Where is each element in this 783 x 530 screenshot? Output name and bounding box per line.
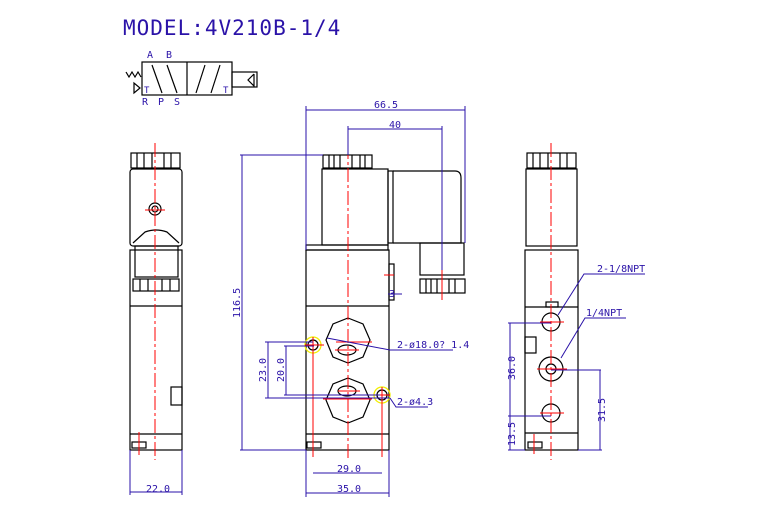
dim-hole-spacing-inner: 20.0 — [276, 358, 287, 382]
right-side-view: 36.0 13.5 31.5 2-1/8NPT 1/4NPT — [507, 143, 645, 460]
dim-step: 3 — [389, 289, 395, 300]
left-side-view: 22.0 — [129, 143, 183, 495]
callout-counterbore: 2-ø18.0? 1.4 — [397, 340, 469, 351]
port-s-label: S — [174, 97, 180, 108]
callout-mount-hole: 2-ø4.3 — [397, 397, 433, 408]
callout-side-ports: 2-1/8NPT — [597, 264, 645, 275]
dim-hole-spacing-outer: 23.0 — [258, 358, 269, 382]
callout-main-port: 1/4NPT — [586, 308, 622, 319]
port-p-label: P — [158, 97, 164, 108]
valve-symbol: A B T T R P S — [125, 50, 258, 108]
dim-body-width: 35.0 — [337, 484, 361, 495]
exhaust-left-label: T — [144, 86, 150, 96]
port-r-label: R — [142, 97, 149, 108]
dim-hole-pitch: 29.0 — [337, 464, 361, 475]
dim-overall-height: 116.5 — [232, 288, 243, 318]
dim-side-width: 22.0 — [146, 484, 170, 495]
dim-port-span: 36.0 — [507, 356, 518, 380]
port-b-label: B — [166, 50, 172, 61]
dim-coil-offset: 40 — [389, 120, 401, 131]
exhaust-right-label: T — [223, 86, 229, 96]
dim-overall-width: 66.5 — [374, 100, 398, 111]
dim-port-bottom: 13.5 — [507, 422, 518, 446]
dim-port-center: 31.5 — [597, 398, 608, 422]
front-view: 66.5 40 116.5 23.0 20.0 3 29.0 35.0 2-ø1… — [232, 100, 469, 497]
model-title: MODEL:4V210B-1/4 — [123, 16, 341, 40]
port-a-label: A — [147, 50, 153, 61]
